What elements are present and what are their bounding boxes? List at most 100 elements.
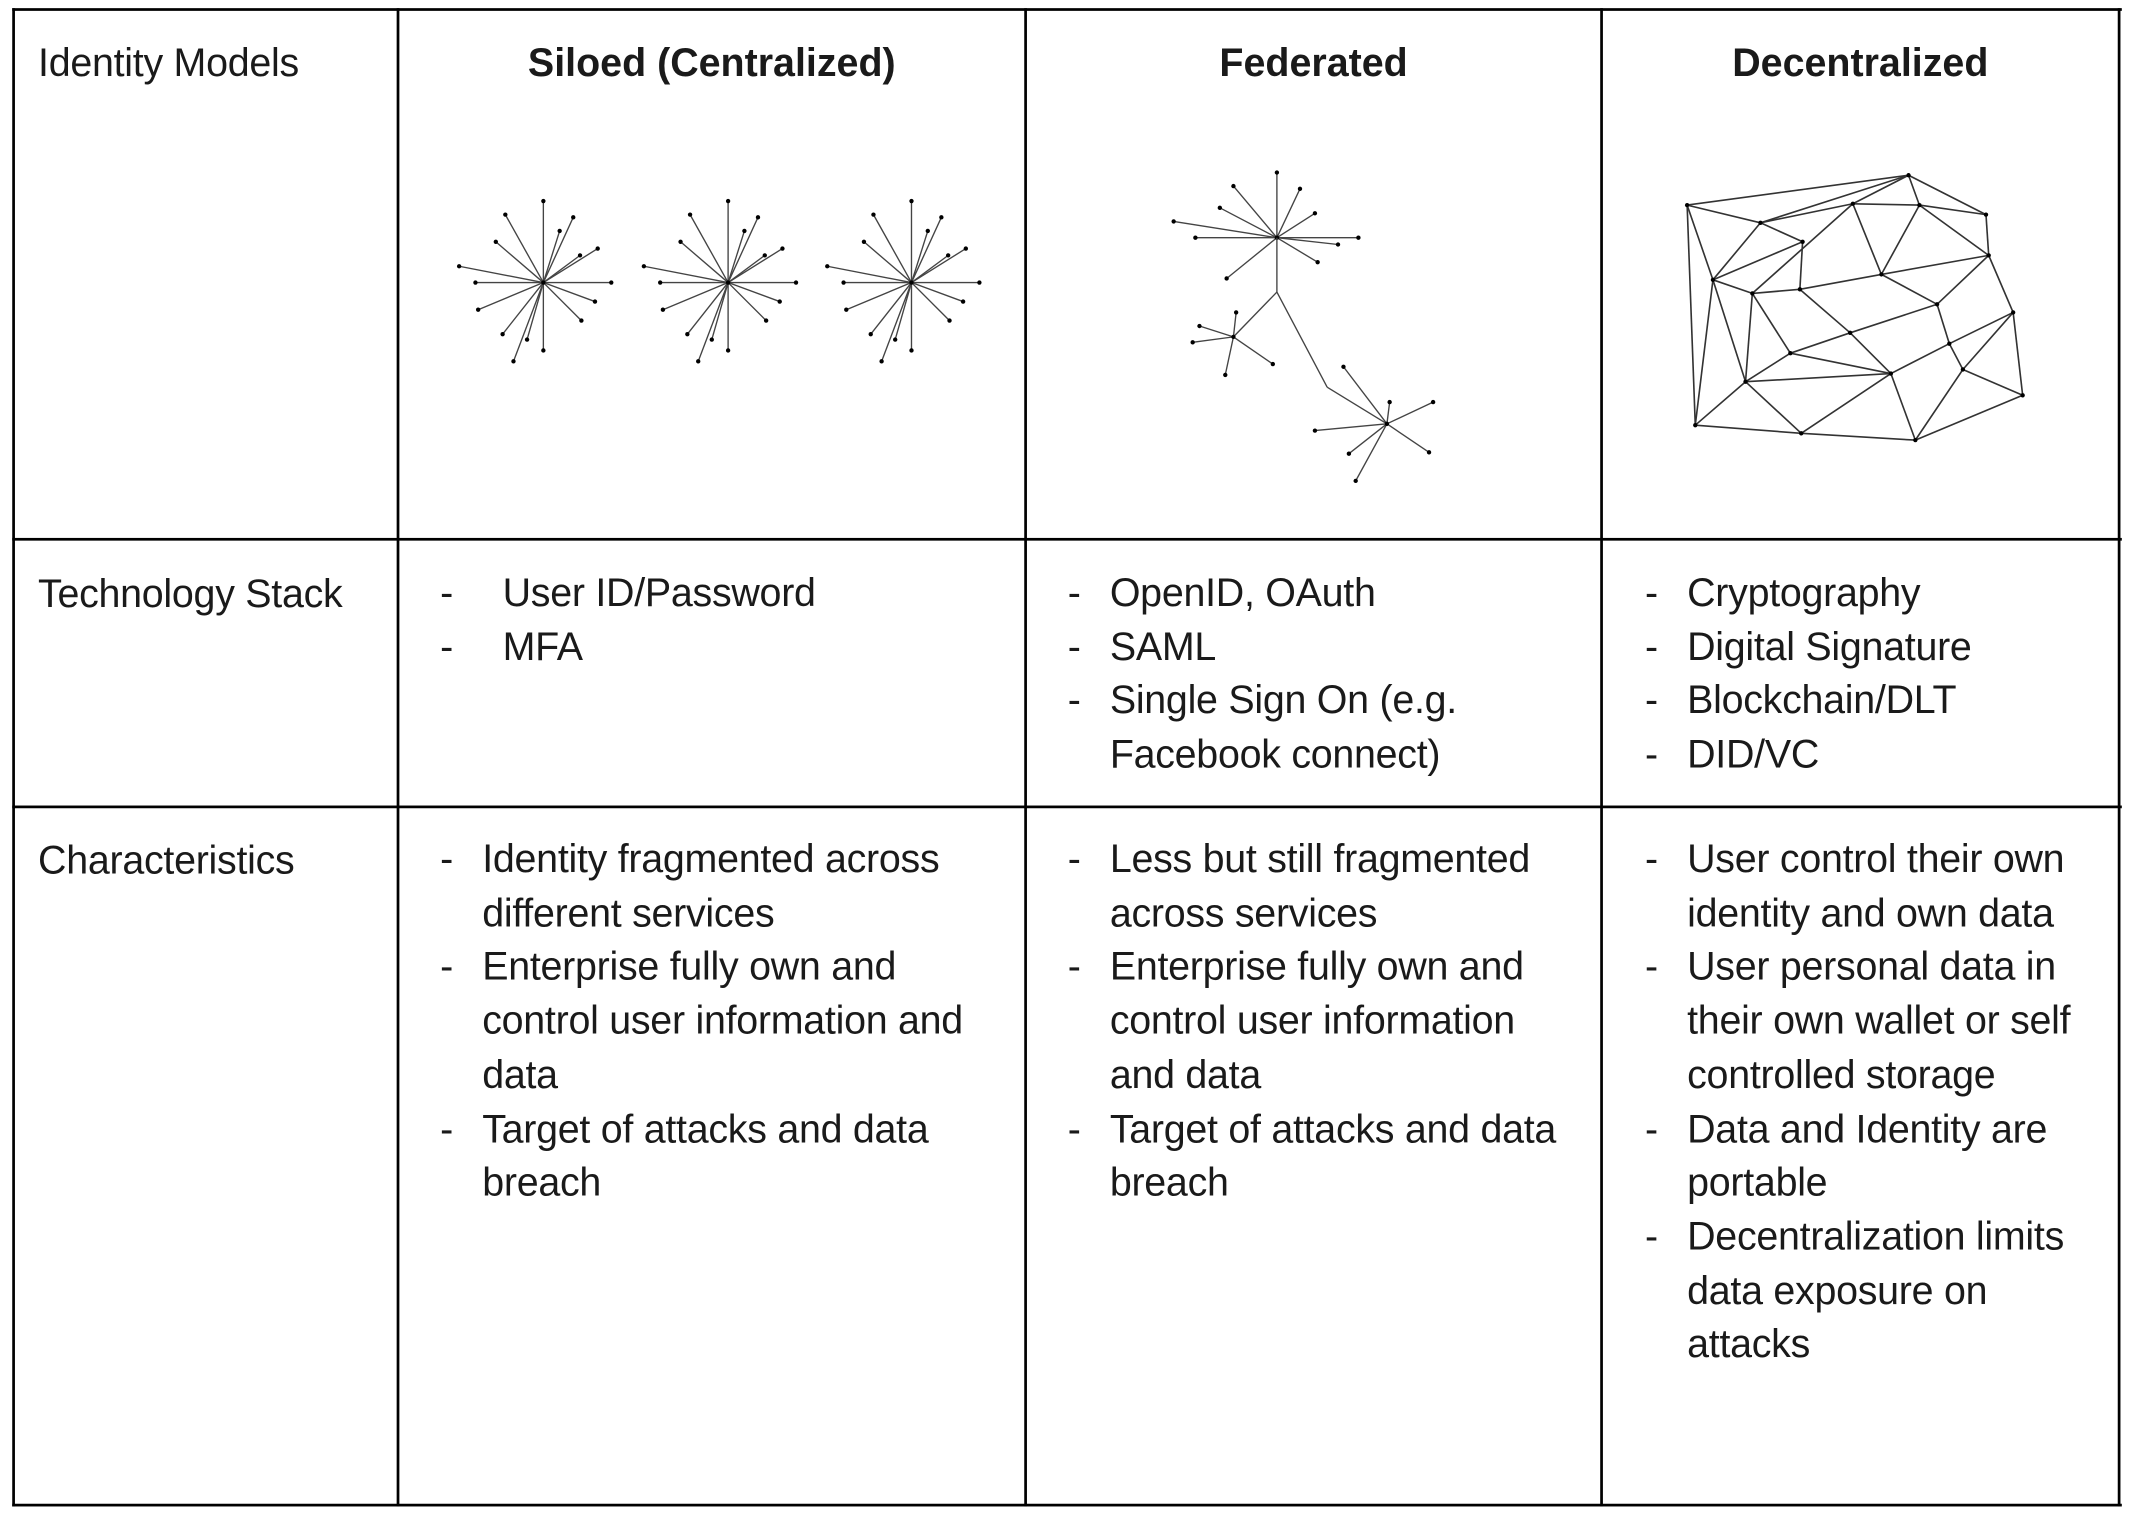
mesh-edge [2012, 312, 2024, 396]
item-text: User personal data in their own wallet o… [1687, 945, 2071, 1098]
node [1315, 259, 1320, 265]
bullet: - [1067, 945, 1081, 990]
spoke [827, 265, 912, 284]
node [1906, 173, 1911, 178]
bullet: - [1067, 838, 1081, 882]
siloed-tech-list: -User ID/Password -MFA [440, 568, 1011, 676]
node [1270, 361, 1275, 367]
node [1426, 450, 1432, 455]
node [1986, 253, 1991, 258]
bullet: - [1645, 945, 1658, 990]
item-text: Decentralization limits data exposure on… [1687, 1215, 2065, 1367]
spoke [1199, 325, 1234, 338]
node [825, 264, 830, 269]
mesh-edge [1849, 332, 1892, 375]
node [1231, 334, 1236, 340]
list-item: - User ID/Password [440, 568, 1011, 622]
mesh-edge [1751, 292, 1792, 354]
spoke [1386, 423, 1430, 453]
mesh-edge [1987, 255, 2014, 313]
node [939, 215, 944, 220]
mesh-edge [1686, 204, 1714, 281]
bullet: - [1645, 838, 1658, 882]
spoke [727, 254, 766, 284]
node [947, 318, 952, 323]
bullet: - [1067, 679, 1081, 724]
spoke [911, 282, 951, 322]
node [609, 280, 614, 285]
node [871, 212, 876, 217]
node [2010, 310, 2016, 315]
mesh-edge [1760, 202, 1854, 224]
node [868, 331, 873, 337]
node [1312, 211, 1318, 216]
node [1274, 170, 1280, 175]
node [755, 215, 761, 220]
mesh-edge [1849, 303, 1938, 334]
bullet: - [1645, 733, 1658, 778]
mesh-edge [1936, 304, 1951, 344]
spoke [1232, 312, 1237, 337]
item-text: Enterprise fully own and control user in… [482, 945, 963, 1098]
spoke [477, 281, 544, 311]
mesh-edge [1948, 343, 1964, 370]
list-item: -Digital Signature [1645, 622, 2107, 676]
node [1960, 367, 1966, 372]
list-item: -Enterprise fully own and control user i… [440, 942, 1011, 1104]
node [678, 239, 683, 244]
mesh-edge [1694, 279, 1714, 426]
node [685, 331, 690, 337]
mesh-edge [1799, 273, 1882, 291]
node [1879, 272, 1884, 277]
item-text: Less but still fragmented across service… [1109, 838, 1531, 936]
node [557, 228, 562, 234]
bullet: - [1645, 679, 1658, 724]
node [2020, 393, 2025, 398]
spoke [894, 282, 913, 340]
row-divider [12, 537, 2122, 541]
bullet: - [440, 1107, 453, 1152]
spoke [543, 281, 596, 303]
node [977, 280, 982, 285]
node [1743, 379, 1748, 384]
list-item: -Identity fragmented across different se… [440, 834, 1011, 942]
mesh-edge [1695, 424, 1802, 435]
table-border-right [2117, 8, 2121, 1507]
table-border-left [12, 8, 15, 1507]
spoke [542, 254, 581, 284]
spoke [872, 214, 913, 283]
mesh-edge [1686, 205, 1697, 426]
mesh-edge [1890, 373, 1917, 441]
spoke [727, 248, 783, 284]
node [1233, 310, 1239, 315]
node [571, 215, 576, 220]
node [577, 253, 583, 258]
spoke [870, 282, 913, 335]
mesh-edge [1686, 204, 1761, 224]
spoke [1224, 336, 1235, 376]
item-text: OpenID, OAuth [1109, 571, 1376, 616]
federated-characteristics-list: -Less but still fragmented across servic… [1068, 834, 1584, 1212]
spoke [1192, 336, 1234, 343]
spoke [542, 217, 574, 283]
bullet: - [440, 625, 453, 670]
mesh-edge [1744, 293, 1754, 382]
mesh-edge [1890, 342, 1950, 375]
node [1983, 212, 1989, 217]
node [1430, 399, 1436, 405]
list-item: -Decentralization limits data exposure o… [1645, 1212, 2107, 1374]
item-text: Target of attacks and data breach [1109, 1107, 1557, 1206]
node [1758, 220, 1763, 225]
column-header-decentralized: Decentralized [1732, 42, 1989, 86]
spoke [504, 214, 544, 283]
node [500, 331, 505, 337]
federated-network-icon [1171, 170, 1436, 484]
item-text: User ID/Password [502, 571, 816, 616]
mesh-edge [1712, 241, 1803, 281]
spoke [727, 282, 767, 322]
bullet: - [440, 571, 453, 616]
node [687, 212, 693, 217]
node [925, 228, 930, 234]
siloed-characteristics-list: -Identity fragmented across different se… [440, 834, 1011, 1212]
column-divider [396, 8, 400, 1507]
